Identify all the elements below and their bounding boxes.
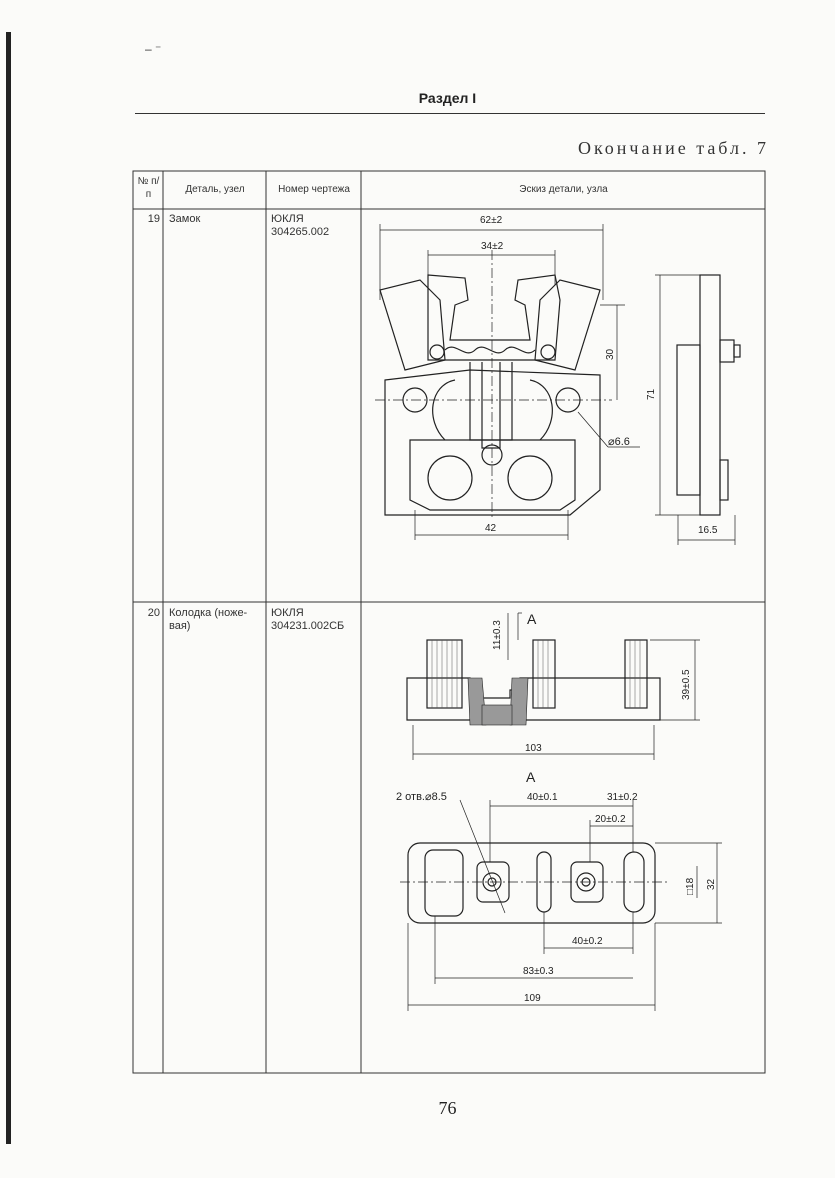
dim-thickness: 16.5 <box>698 525 718 536</box>
header-rule <box>135 113 765 114</box>
dim-hole: ⌀6.6 <box>608 436 630 448</box>
header-sketch: Эскиз детали, узла <box>519 184 608 195</box>
header-drawing: Номер чертежа <box>278 184 350 195</box>
dim-spacing-d: 40±0.2 <box>572 936 603 947</box>
row-20-drawing: ЮКЛЯ 304231.002СБ <box>271 607 345 632</box>
section-title: Раздел I <box>418 90 477 106</box>
dim-spacing-b: 31±0.2 <box>607 792 638 803</box>
dim-length: 103 <box>525 743 542 754</box>
dim-height-part: 30 <box>605 348 616 360</box>
dim-height-top: 11±0.3 <box>492 620 503 650</box>
table-caption: Окончание табл. 7 <box>577 138 769 158</box>
page-number: 76 <box>438 1098 457 1118</box>
dim-base: 42 <box>485 523 497 534</box>
holes-note: 2 отв.⌀8.5 <box>396 791 447 803</box>
view-label-a: А <box>526 769 536 785</box>
header-num: № п/п <box>137 176 160 200</box>
dim-spacing-c: 20±0.2 <box>595 814 626 825</box>
dim-square: □18 <box>685 877 696 895</box>
dim-spacing-e: 83±0.3 <box>523 966 554 977</box>
dim-spacing-a: 40±0.1 <box>527 792 558 803</box>
dim-width-outer: 62±2 <box>480 215 503 226</box>
dim-height-body: 39±0.5 <box>681 669 692 700</box>
row-19-num: 19 <box>147 213 160 225</box>
dim-length-plan: 109 <box>524 993 541 1004</box>
dim-height-total: 71 <box>646 388 657 400</box>
row-19-drawing: ЮКЛЯ 304265.002 <box>271 213 330 238</box>
section-mark-a: А <box>527 611 537 627</box>
scan-mark: ‒ ⁻ <box>145 42 162 56</box>
header-detail: Деталь, узел <box>185 184 245 195</box>
dim-width-inner: 34±2 <box>481 241 504 252</box>
dim-height-plan: 32 <box>706 878 717 890</box>
row-20-num: 20 <box>147 607 160 619</box>
row-19-detail: Замок <box>169 213 201 225</box>
binding-edge <box>6 32 11 1144</box>
row-20-detail: Колодка (ноже-вая) <box>169 607 248 632</box>
